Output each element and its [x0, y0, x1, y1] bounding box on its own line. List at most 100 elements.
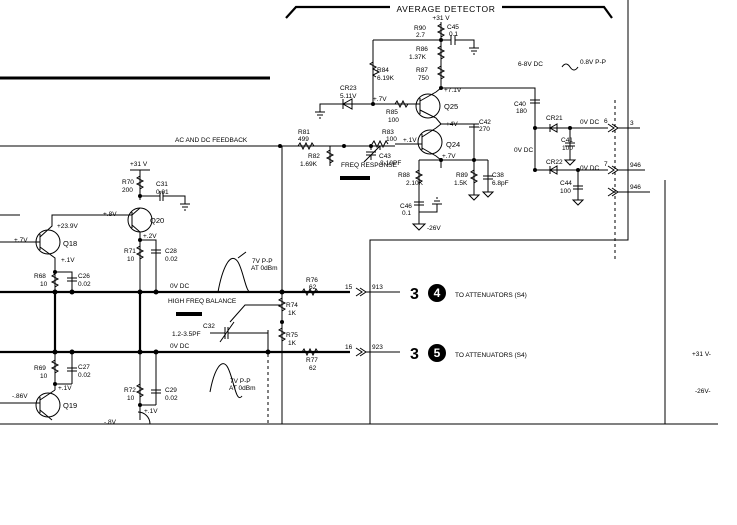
svg-text:200: 200: [122, 187, 133, 194]
svg-text:+.2V: +.2V: [143, 233, 157, 240]
svg-text:10: 10: [40, 373, 48, 380]
svg-text:AT 0dBm: AT 0dBm: [229, 385, 256, 392]
svg-text:270: 270: [479, 126, 490, 133]
svg-text:1K: 1K: [288, 340, 297, 347]
svg-text:0.1: 0.1: [449, 31, 458, 38]
svg-text:C29: C29: [165, 387, 177, 394]
svg-text:C41: C41: [561, 137, 573, 144]
svg-text:R72: R72: [124, 387, 136, 394]
svg-text:CR22: CR22: [546, 159, 563, 166]
svg-text:499: 499: [298, 136, 309, 143]
svg-text:AT 0dBm: AT 0dBm: [251, 265, 278, 272]
svg-text:-.8V: -.8V: [104, 419, 117, 426]
svg-text:100: 100: [386, 136, 397, 143]
freq-response-label: FREQ RESPONSE: [341, 162, 398, 169]
svg-text:0V DC: 0V DC: [580, 165, 599, 172]
svg-text:R85: R85: [386, 109, 398, 116]
svg-text:6: 6: [604, 118, 608, 125]
svg-text:4: 4: [434, 286, 441, 300]
svg-text:Q20: Q20: [150, 216, 164, 225]
svg-text:1.69K: 1.69K: [300, 161, 318, 168]
svg-text:R70: R70: [122, 179, 134, 186]
svg-text:R84: R84: [377, 67, 389, 74]
svg-text:C38: C38: [492, 172, 504, 179]
svg-text:0.02: 0.02: [78, 372, 91, 379]
svg-text:0V DC: 0V DC: [170, 283, 189, 290]
svg-text:62: 62: [309, 284, 317, 291]
svg-text:C44: C44: [560, 180, 572, 187]
svg-text:0.01: 0.01: [156, 189, 169, 196]
svg-text:0.1: 0.1: [402, 210, 411, 217]
svg-text:7V P-P: 7V P-P: [230, 378, 251, 385]
svg-text:0V DC: 0V DC: [170, 343, 189, 350]
svg-text:7: 7: [604, 161, 608, 168]
svg-text:750: 750: [418, 75, 429, 82]
svg-text:10: 10: [127, 256, 135, 263]
svg-text:R89: R89: [456, 172, 468, 179]
svg-text:TO ATTENUATORS (S4): TO ATTENUATORS (S4): [455, 292, 527, 299]
svg-text:3: 3: [630, 120, 634, 127]
svg-text:+.1V: +.1V: [58, 385, 72, 392]
svg-text:C32: C32: [203, 323, 215, 330]
svg-text:R86: R86: [416, 46, 428, 53]
svg-text:+.7V: +.7V: [14, 237, 28, 244]
svg-text:+31 V-: +31 V-: [692, 351, 711, 358]
svg-text:R90: R90: [414, 25, 426, 32]
svg-text:6.8pF: 6.8pF: [492, 180, 509, 187]
svg-text:+.7V: +.7V: [373, 96, 387, 103]
svg-text:R71: R71: [124, 248, 136, 255]
svg-text:1K: 1K: [288, 310, 297, 317]
svg-text:946: 946: [630, 162, 641, 169]
svg-text:-26V: -26V: [427, 225, 441, 232]
svg-text:0.02: 0.02: [78, 281, 91, 288]
svg-text:0V DC: 0V DC: [514, 147, 533, 154]
svg-text:10: 10: [127, 395, 135, 402]
svg-text:Q19: Q19: [63, 401, 77, 410]
svg-text:2-10PF: 2-10PF: [380, 160, 401, 167]
svg-text:C40: C40: [514, 101, 526, 108]
svg-text:15: 15: [345, 284, 353, 291]
svg-text:+23.9V: +23.9V: [57, 223, 78, 230]
svg-text:+31 V: +31 V: [130, 161, 148, 168]
svg-text:5.11V: 5.11V: [340, 93, 357, 100]
svg-text:2.7: 2.7: [416, 32, 425, 39]
svg-text:1.37K: 1.37K: [409, 54, 427, 61]
svg-text:C45: C45: [447, 24, 459, 31]
svg-text:CR23: CR23: [340, 85, 357, 92]
svg-text:+.1V: +.1V: [61, 257, 75, 264]
svg-text:CR21: CR21: [546, 115, 563, 122]
svg-text:C28: C28: [165, 248, 177, 255]
svg-text:Q18: Q18: [63, 239, 77, 248]
svg-text:R76: R76: [306, 277, 318, 284]
svg-text:R88: R88: [398, 172, 410, 179]
svg-text:100: 100: [388, 117, 399, 124]
svg-text:180: 180: [516, 108, 527, 115]
svg-text:C27: C27: [78, 364, 90, 371]
svg-text:913: 913: [372, 284, 383, 291]
svg-text:3: 3: [410, 346, 419, 363]
svg-text:C26: C26: [78, 273, 90, 280]
svg-text:-.86V: -.86V: [12, 393, 28, 400]
svg-text:R77: R77: [306, 357, 318, 364]
svg-text:Q24: Q24: [446, 140, 460, 149]
svg-text:100: 100: [560, 188, 571, 195]
header-title: AVERAGE DETECTOR: [396, 4, 495, 14]
svg-text:R75: R75: [286, 332, 298, 339]
svg-text:3: 3: [410, 286, 419, 303]
svg-text:TO ATTENUATORS (S4): TO ATTENUATORS (S4): [455, 352, 527, 359]
svg-text:R69: R69: [34, 365, 46, 372]
svg-text:+7.1V: +7.1V: [444, 87, 462, 94]
svg-text:7V P-P: 7V P-P: [252, 258, 273, 265]
svg-text:5: 5: [434, 346, 441, 360]
svg-text:Q25: Q25: [444, 102, 458, 111]
svg-text:R82: R82: [308, 153, 320, 160]
svg-text:0.8V P-P: 0.8V P-P: [580, 59, 606, 66]
svg-text:R83: R83: [382, 129, 394, 136]
svg-text:2.10K: 2.10K: [406, 180, 424, 187]
svg-text:6-8V DC: 6-8V DC: [518, 61, 543, 68]
svg-text:62: 62: [309, 365, 317, 372]
svg-text:1.5K: 1.5K: [454, 180, 468, 187]
svg-text:R68: R68: [34, 273, 46, 280]
svg-text:0.02: 0.02: [165, 256, 178, 263]
